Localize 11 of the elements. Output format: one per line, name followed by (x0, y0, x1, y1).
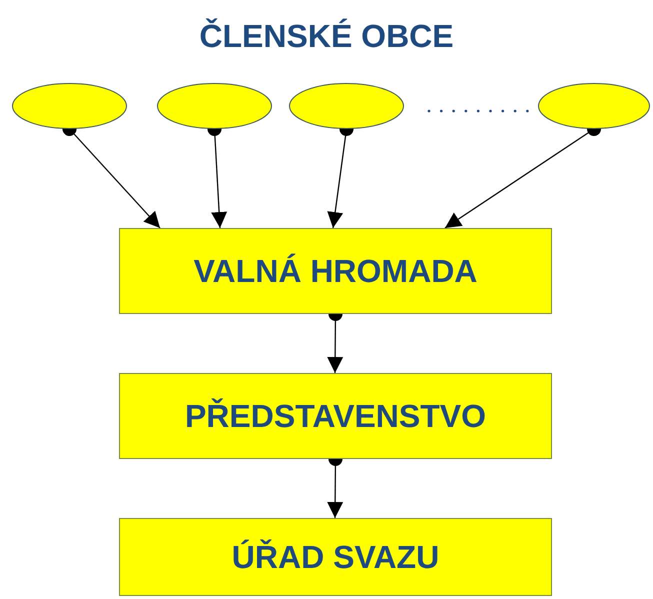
process-box (119, 228, 552, 314)
box-label: PŘEDSTAVENSTVO (184, 398, 486, 434)
ellipse-node (289, 83, 404, 129)
box-label: ÚŘAD SVAZU (232, 538, 440, 576)
diagram-title: ČLENSKÉ OBCE (198, 17, 455, 56)
process-box (119, 518, 552, 596)
ellipse-node (12, 83, 127, 129)
box-label: VALNÁ HROMADA (194, 252, 478, 290)
ellipse-node (157, 83, 272, 129)
ellipse-node (538, 83, 650, 129)
process-box (119, 373, 552, 459)
